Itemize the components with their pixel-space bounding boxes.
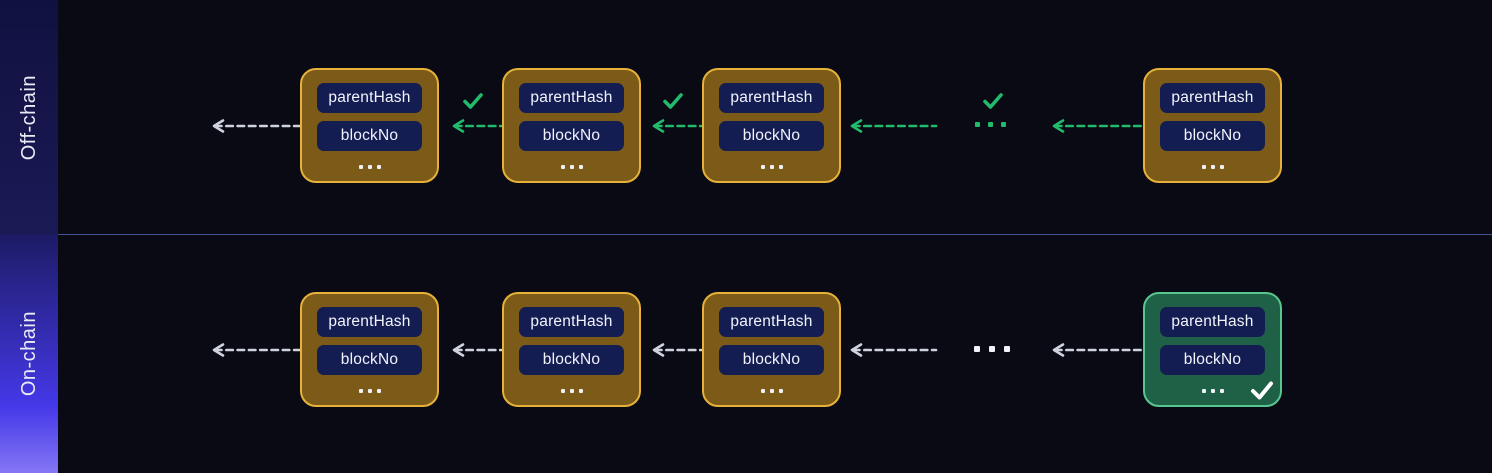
dashed-arrow-left-icon (850, 343, 938, 357)
dashed-arrow-left-icon (652, 119, 703, 133)
block-ellipsis (560, 165, 583, 169)
parent-hash-pill: parentHash (519, 83, 624, 113)
lane-divider (58, 234, 1492, 235)
offchain-lane-label-bar: Off-chain (0, 0, 58, 235)
block-ellipsis (358, 165, 381, 169)
parent-hash-pill: parentHash (1160, 83, 1265, 113)
block-no-pill: blockNo (317, 121, 422, 151)
dashed-arrow-left-icon (1052, 119, 1144, 133)
parent-hash-pill: parentHash (519, 307, 624, 337)
onchain-block-4-verified: parentHash blockNo (1143, 292, 1282, 407)
parent-hash-pill: parentHash (1160, 307, 1265, 337)
dashed-arrow-left-icon (1052, 343, 1144, 357)
block-no-pill: blockNo (1160, 345, 1265, 375)
offchain-block-1: parentHash blockNo (300, 68, 439, 183)
dashed-arrow-left-icon (452, 343, 503, 357)
chain-ellipsis-dots (974, 346, 1010, 352)
block-ellipsis (760, 389, 783, 393)
block-no-pill: blockNo (519, 121, 624, 151)
block-ellipsis (358, 389, 381, 393)
check-icon (463, 93, 483, 109)
check-icon (983, 93, 1003, 109)
offchain-block-4: parentHash blockNo (1143, 68, 1282, 183)
block-no-pill: blockNo (719, 121, 824, 151)
parent-hash-pill: parentHash (317, 83, 422, 113)
dashed-arrow-left-icon (652, 343, 703, 357)
onchain-block-1: parentHash blockNo (300, 292, 439, 407)
onchain-block-2: parentHash blockNo (502, 292, 641, 407)
check-icon (1251, 381, 1273, 400)
block-no-pill: blockNo (519, 345, 624, 375)
onchain-lane-label-bar: On-chain (0, 235, 58, 473)
parent-hash-pill: parentHash (719, 307, 824, 337)
onchain-block-3: parentHash blockNo (702, 292, 841, 407)
check-icon (663, 93, 683, 109)
block-no-pill: blockNo (317, 345, 422, 375)
block-ellipsis (760, 165, 783, 169)
offchain-block-3: parentHash blockNo (702, 68, 841, 183)
block-no-pill: blockNo (1160, 121, 1265, 151)
offchain-label: Off-chain (17, 74, 40, 161)
block-ellipsis (1201, 389, 1224, 393)
dashed-arrow-left-icon (212, 119, 302, 133)
block-ellipsis (560, 389, 583, 393)
dashed-arrow-left-icon (452, 119, 503, 133)
dashed-arrow-left-icon (212, 343, 302, 357)
parent-hash-pill: parentHash (719, 83, 824, 113)
dashed-arrow-left-icon (850, 119, 938, 133)
chain-ellipsis-dots (975, 122, 1006, 127)
block-ellipsis (1201, 165, 1224, 169)
block-no-pill: blockNo (719, 345, 824, 375)
offchain-block-2: parentHash blockNo (502, 68, 641, 183)
onchain-label: On-chain (17, 311, 40, 397)
parent-hash-pill: parentHash (317, 307, 422, 337)
